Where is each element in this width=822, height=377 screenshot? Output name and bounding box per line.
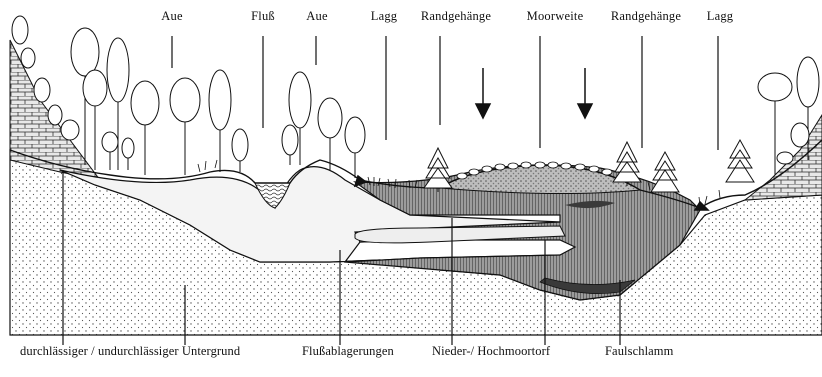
label-untergrund: durchlässiger / undurchlässiger Untergru… — [20, 344, 240, 359]
tree — [131, 81, 159, 175]
tree — [122, 138, 134, 170]
label-faulschlamm: Faulschlamm — [605, 344, 673, 359]
label-randgehaenge-left: Randgehänge — [421, 9, 491, 24]
shrub — [21, 48, 35, 68]
tree — [318, 98, 342, 170]
shrub — [791, 123, 809, 147]
tree — [232, 129, 248, 172]
label-lagg-left: Lagg — [371, 9, 397, 24]
shrub — [61, 120, 79, 140]
label-aue-mid: Aue — [306, 9, 327, 24]
label-moorweite: Moorweite — [527, 9, 584, 24]
tree — [282, 125, 298, 165]
label-randgehaenge-right: Randgehänge — [611, 9, 681, 24]
deciduous-trees — [12, 16, 819, 178]
label-lagg-right: Lagg — [707, 9, 733, 24]
shrub — [34, 78, 50, 102]
shrub — [777, 152, 793, 164]
shrub — [12, 16, 28, 44]
label-torf: Nieder-/ Hochmoortorf — [432, 344, 550, 359]
tree — [102, 132, 118, 170]
conifer — [651, 152, 679, 192]
conifer — [613, 142, 641, 186]
label-fluss: Fluß — [251, 9, 275, 24]
label-aue-left: Aue — [161, 9, 182, 24]
tree — [209, 70, 231, 172]
shrub — [48, 105, 62, 125]
tree — [170, 78, 200, 175]
tree — [345, 117, 365, 178]
tree — [83, 70, 107, 170]
conifer — [424, 148, 452, 192]
top-label-leaders — [172, 36, 718, 150]
label-flussablagerungen: Flußablagerungen — [302, 344, 394, 359]
conifer — [726, 140, 754, 182]
